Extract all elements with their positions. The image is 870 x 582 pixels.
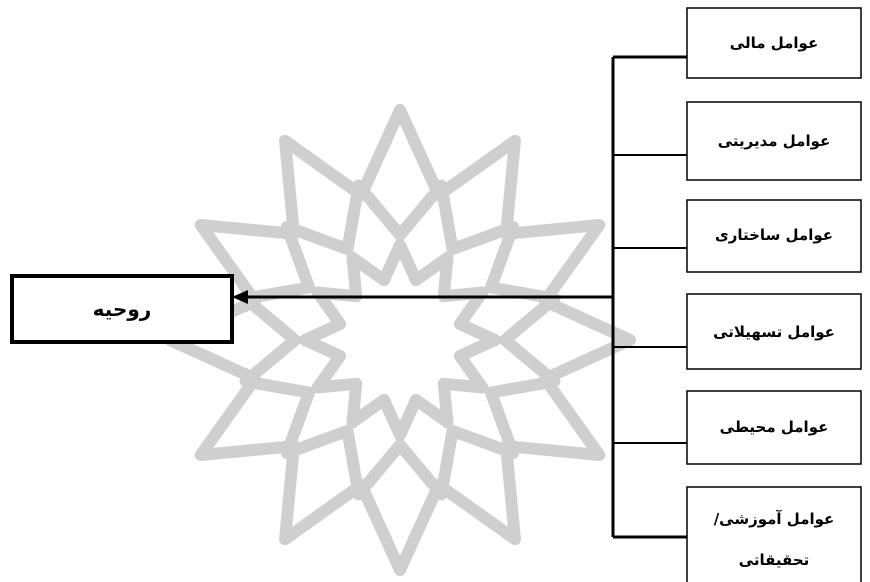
watermark-star-path <box>164 104 636 576</box>
factor-box-structural: عوامل ساختاری <box>686 199 862 273</box>
factor-box-frame <box>686 199 862 273</box>
factor-label-facilities: عوامل تسهیلاتی <box>713 323 835 341</box>
watermark-star-path <box>239 179 561 501</box>
factor-box-frame <box>686 101 862 181</box>
factor-label-structural: عوامل ساختاری <box>715 226 833 244</box>
factor-label-educational-line1: عوامل آموزشی/ <box>714 510 835 528</box>
connector-lines <box>245 55 687 539</box>
factor-box-financial: عوامل مالی <box>686 7 862 79</box>
arrowhead-left-icon <box>232 290 248 304</box>
target-box: روحیه <box>10 274 234 344</box>
factor-box-frame <box>686 7 862 79</box>
watermark-star-path <box>299 239 501 441</box>
factor-box-managerial: عوامل مدیریتی <box>686 101 862 181</box>
target-box-frame <box>10 274 234 344</box>
factor-label-educational-line2: تحقیقاتی <box>739 551 810 569</box>
factor-label-environmental: عوامل محیطی <box>720 418 829 436</box>
factor-label-financial: عوامل مالی <box>730 34 818 52</box>
factor-label-managerial: عوامل مدیریتی <box>718 132 831 150</box>
target-label: روحیه <box>93 297 152 321</box>
factor-box-educational: عوامل آموزشی/ تحقیقاتی <box>686 486 862 582</box>
factor-box-facilities: عوامل تسهیلاتی <box>686 293 862 370</box>
factor-box-environmental: عوامل محیطی <box>686 390 862 465</box>
factor-box-frame <box>686 486 862 582</box>
star-rosette-watermark-icon <box>164 104 636 576</box>
factor-box-frame <box>686 293 862 370</box>
factor-box-frame <box>686 390 862 465</box>
